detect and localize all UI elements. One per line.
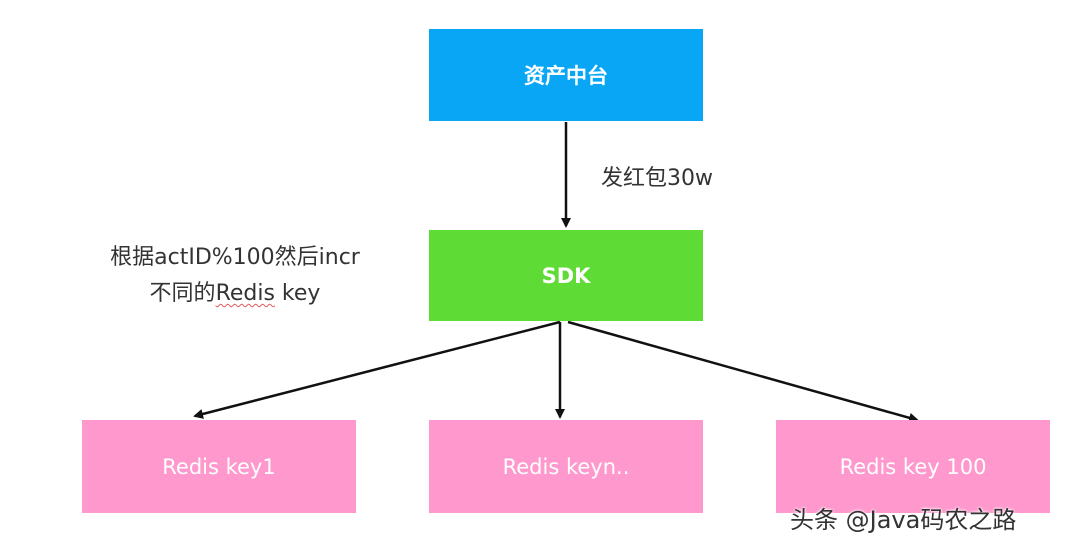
sdk-node: SDK (429, 230, 703, 321)
sharding-note-prefix: 不同的 (149, 281, 216, 306)
redis-key100-label: Redis key 100 (839, 454, 987, 479)
redis-keyn-label: Redis keyn.. (502, 454, 630, 479)
redis-key100-node: Redis key 100 (776, 420, 1050, 513)
sharding-note-suffix: key (274, 281, 321, 306)
arrow-sdk-to-key1 (193, 320, 561, 419)
asset-platform-node: 资产中台 (429, 29, 703, 121)
sharding-note-line2: 不同的Redis key (70, 276, 400, 312)
redis-key1-label: Redis key1 (162, 454, 276, 479)
sharding-note: 根据actID%100然后incr 不同的Redis key (70, 240, 400, 312)
asset-platform-label: 资产中台 (524, 64, 608, 88)
sharding-note-redis-word: Redis (215, 281, 275, 306)
redis-keyn-node: Redis keyn.. (429, 420, 703, 513)
redis-key1-node: Redis key1 (82, 420, 356, 513)
arrow-sdk-to-key100 (567, 320, 919, 423)
watermark: 头条 @Java码农之路 (790, 506, 1017, 534)
sdk-label: SDK (541, 263, 591, 288)
sharding-note-line1: 根据actID%100然后incr (110, 245, 360, 270)
send-red-packet-label: 发红包30w (601, 166, 713, 191)
